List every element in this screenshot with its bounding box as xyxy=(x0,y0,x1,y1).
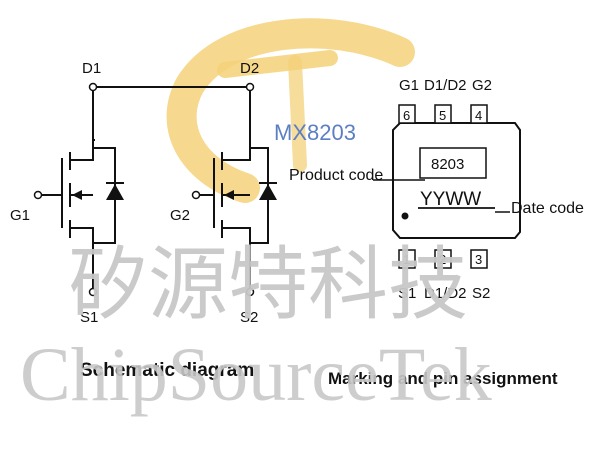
product-code-label: Product code xyxy=(289,167,383,184)
q1-body-diode xyxy=(106,184,124,200)
d2-terminal xyxy=(245,82,255,92)
label-d2: D2 xyxy=(240,60,259,77)
pin-2 xyxy=(434,249,452,269)
date-marking-text: YYWW xyxy=(420,189,481,210)
label-g2: G2 xyxy=(170,207,190,224)
pin-number-4: 4 xyxy=(475,108,482,123)
pin-number-2: 2 xyxy=(439,252,446,267)
pin-number-3: 3 xyxy=(475,252,482,267)
s1-terminal xyxy=(88,287,98,297)
d1-terminal xyxy=(88,82,98,92)
pin1-dot xyxy=(401,212,409,220)
date-code-label: Date code xyxy=(511,200,584,217)
pin-number-6: 6 xyxy=(403,108,410,123)
pin-bottom-label-1: S1 xyxy=(398,285,416,302)
pin-bottom-label-2: D1/D2 xyxy=(424,285,467,302)
package-caption: Marking and pin assignment xyxy=(328,369,558,388)
label-d1: D1 xyxy=(82,60,101,77)
package-sot23-6 xyxy=(373,104,521,269)
pin-top-label-1: G1 xyxy=(399,77,419,94)
pin-3 xyxy=(470,249,488,269)
pin-1 xyxy=(398,249,416,269)
label-s1: S1 xyxy=(80,309,98,326)
g2-terminal xyxy=(191,190,201,200)
watermark-chinese: 矽源特科技 xyxy=(68,238,468,331)
pin-bottom-label-3: S2 xyxy=(472,285,490,302)
pin-6 xyxy=(398,104,416,124)
pin-4 xyxy=(470,104,488,124)
marking-code-text: 8203 xyxy=(431,156,464,173)
pin-number-1: 1 xyxy=(403,252,410,267)
q2-arrow xyxy=(224,190,234,200)
pin-top-label-3: G2 xyxy=(472,77,492,94)
label-s2: S2 xyxy=(240,309,258,326)
pin-5 xyxy=(434,104,452,124)
pin-number-5: 5 xyxy=(439,108,446,123)
pin-top-label-2: D1/D2 xyxy=(424,77,467,94)
label-g1: G1 xyxy=(10,207,30,224)
g1-terminal xyxy=(33,190,43,200)
model-number-text: MX8203 xyxy=(274,120,356,145)
watermark-english: ChipSourceTek xyxy=(20,333,492,417)
s2-terminal xyxy=(245,287,255,297)
q1-arrow xyxy=(72,190,82,200)
schematic-caption: Schematic diagram xyxy=(80,360,254,381)
q2-body-diode xyxy=(259,184,277,200)
marking-code-box xyxy=(419,147,487,179)
mosfet-q1-schematic xyxy=(42,86,251,288)
chipsourcetek-logo xyxy=(166,18,415,203)
